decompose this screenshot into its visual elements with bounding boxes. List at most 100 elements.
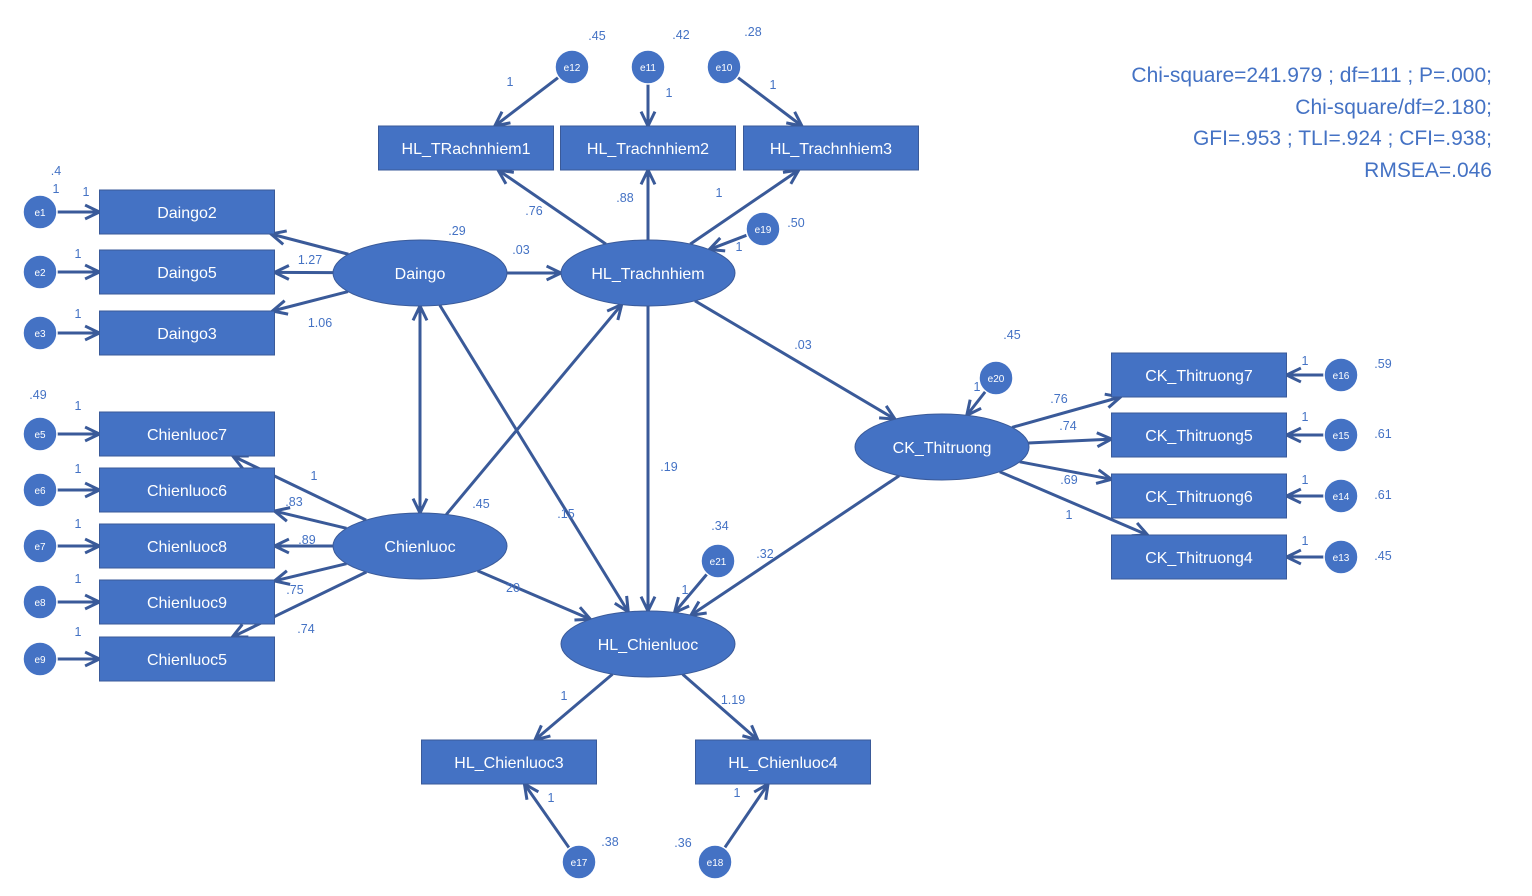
coefficient-label: .49	[29, 388, 46, 402]
path-e18-to-hl-chienluoc4	[725, 784, 768, 848]
observed-hl-chienluoc4: HL_Chienluoc4	[696, 740, 871, 784]
latent-chienluoc: Chienluoc	[333, 513, 507, 579]
coefficient-label: .74	[1059, 419, 1076, 433]
path-chienluoc-to-hl-trachnhiem	[446, 304, 621, 514]
error-e13: e13	[1324, 540, 1358, 574]
coefficient-label: .69	[1060, 473, 1077, 487]
error-e17: e17	[562, 845, 596, 879]
error-label: e16	[1333, 371, 1350, 382]
error-e3: e3	[23, 316, 57, 350]
coefficient-label: 1	[561, 689, 568, 703]
observed-label: CK_Thitruong5	[1145, 428, 1253, 445]
path-e12-to-hl-trachnhiem1	[495, 77, 559, 126]
coefficient-label: .83	[285, 495, 302, 509]
coefficient-label: 1	[75, 247, 82, 261]
error-label: e21	[710, 557, 727, 568]
error-label: e10	[716, 63, 733, 74]
coefficient-label: .34	[711, 519, 728, 533]
coefficient-label: 1	[736, 240, 743, 254]
coefficient-label: 1	[75, 462, 82, 476]
latent-hl-chienluoc: HL_Chienluoc	[561, 611, 735, 677]
coefficient-label: .36	[674, 836, 691, 850]
latent-label: HL_Trachnhiem	[591, 266, 704, 283]
observed-label: CK_Thitruong6	[1145, 489, 1253, 506]
error-e12: e12	[555, 50, 589, 84]
error-label: e19	[755, 225, 772, 236]
coefficient-label: 1	[734, 786, 741, 800]
error-e15: e15	[1324, 418, 1358, 452]
coefficient-label: .61	[1374, 488, 1391, 502]
observed-label: Chienluoc8	[147, 539, 227, 556]
path-hl-chienluoc-to-hl-chienluoc3	[535, 674, 613, 740]
path-hl-trachnhiem-to-hl-trachnhiem3	[690, 170, 799, 244]
coefficient-label: 1	[548, 791, 555, 805]
coefficient-label: .50	[787, 216, 804, 230]
coefficient-label: .42	[672, 28, 689, 42]
error-e8: e8	[23, 585, 57, 619]
error-label: e17	[571, 858, 588, 869]
coefficient-label: 1	[507, 75, 514, 89]
path-ck-thitruong-to-ck-thitruong5	[1028, 439, 1111, 443]
coefficient-label: .32	[756, 547, 773, 561]
latent-label: Daingo	[395, 266, 446, 283]
error-label: e2	[34, 268, 46, 279]
observed-chienluoc7: Chienluoc7	[100, 412, 275, 456]
latent-ck-thitruong: CK_Thitruong	[855, 414, 1029, 480]
error-label: e11	[640, 63, 656, 74]
coefficient-label: 1	[75, 307, 82, 321]
error-label: e18	[707, 858, 724, 869]
coefficient-label: 1	[75, 625, 82, 639]
coefficient-label: .28	[744, 25, 761, 39]
observed-label: HL_Chienluoc3	[454, 755, 564, 772]
coefficient-label: .15	[557, 507, 574, 521]
error-label: e8	[34, 598, 46, 609]
error-e20: e20	[979, 361, 1013, 395]
coefficient-label: .59	[1374, 357, 1391, 371]
fit-stat-line: GFI=.953 ; TLI=.924 ; CFI=.938;	[1131, 123, 1492, 155]
observed-label: Chienluoc5	[147, 652, 227, 669]
coefficient-label: 1	[1302, 354, 1309, 368]
error-label: e15	[1333, 431, 1350, 442]
error-e18: e18	[698, 845, 732, 879]
latent-label: CK_Thitruong	[893, 440, 992, 457]
coefficient-label: 1	[75, 399, 82, 413]
error-e2: e2	[23, 255, 57, 289]
error-e19: e19	[746, 212, 780, 246]
coefficient-label: 1	[1066, 508, 1073, 522]
coefficient-label: 1	[1302, 410, 1309, 424]
observed-chienluoc9: Chienluoc9	[100, 580, 275, 624]
error-label: e9	[34, 655, 46, 666]
observed-hl-trachnhiem2: HL_Trachnhiem2	[561, 126, 736, 170]
coefficient-label: .45	[1374, 549, 1391, 563]
coefficient-label: 1	[311, 469, 318, 483]
coefficient-label: 1	[770, 78, 777, 92]
observed-label: HL_Trachnhiem3	[770, 141, 892, 158]
observed-ck-thitruong7: CK_Thitruong7	[1112, 353, 1287, 397]
observed-hl-trachnhiem1: HL_TRachnhiem1	[379, 126, 554, 170]
latent-label: HL_Chienluoc	[598, 637, 699, 654]
observed-hl-trachnhiem3: HL_Trachnhiem3	[744, 126, 919, 170]
latent-label: Chienluoc	[384, 539, 455, 556]
error-label: e1	[34, 208, 46, 219]
observed-ck-thitruong5: CK_Thitruong5	[1112, 413, 1287, 457]
observed-hl-chienluoc3: HL_Chienluoc3	[422, 740, 597, 784]
coefficient-label: 1.27	[298, 253, 322, 267]
error-e1: e1	[23, 195, 57, 229]
error-e11: e11	[631, 50, 665, 84]
coefficient-label: .75	[286, 583, 303, 597]
error-e5: e5	[23, 417, 57, 451]
coefficient-label: 1	[83, 185, 90, 199]
coefficient-label: .38	[601, 835, 618, 849]
coefficient-label: .45	[588, 29, 605, 43]
error-label: e13	[1333, 553, 1350, 564]
observed-ck-thitruong4: CK_Thitruong4	[1112, 535, 1287, 579]
fit-stat-line: Chi-square/df=2.180;	[1131, 92, 1492, 124]
fit-stat-line: Chi-square=241.979 ; df=111 ; P=.000;	[1131, 60, 1492, 92]
observed-label: Daingo3	[157, 326, 217, 343]
path-hl-trachnhiem-to-hl-trachnhiem1	[498, 170, 606, 244]
coefficient-label: .03	[512, 243, 529, 257]
error-e7: e7	[23, 529, 57, 563]
error-label: e14	[1333, 492, 1350, 503]
observed-ck-thitruong6: CK_Thitruong6	[1112, 474, 1287, 518]
error-e14: e14	[1324, 479, 1358, 513]
